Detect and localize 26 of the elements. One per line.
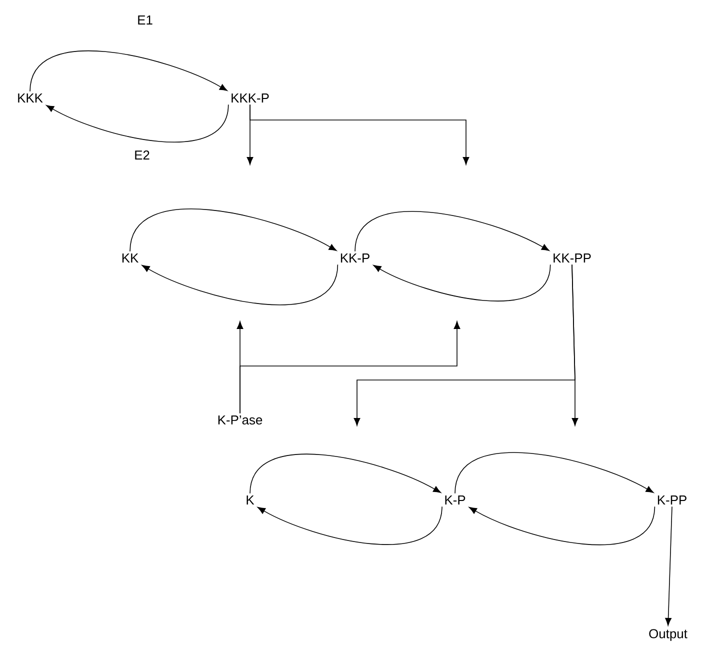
reaction-arrow xyxy=(30,50,228,92)
protein-label: KK-PP xyxy=(554,254,591,262)
arrow xyxy=(354,264,576,426)
protein-label: KK xyxy=(122,254,138,262)
arrow xyxy=(665,506,672,626)
reaction-arrow xyxy=(258,506,442,545)
edge-label: E1 xyxy=(136,14,154,26)
reaction-arrow xyxy=(354,211,550,252)
protein-label: KKK-P xyxy=(232,94,269,102)
protein-label: KK-P xyxy=(340,254,370,262)
reaction-arrow xyxy=(250,454,442,494)
protein-label: K-PP xyxy=(658,496,686,504)
protein-label: K-P xyxy=(445,496,466,504)
reaction-arrow xyxy=(46,104,229,142)
protein-label: KKK xyxy=(18,94,43,102)
arrow xyxy=(250,104,470,165)
output-label: Output xyxy=(649,629,688,641)
arrow xyxy=(240,321,460,414)
edge-label: E2 xyxy=(133,149,151,161)
reaction-arrow xyxy=(142,264,338,306)
reaction-arrow xyxy=(373,264,551,302)
enzyme-label: K-P’ase xyxy=(218,415,262,424)
reaction-arrow xyxy=(130,208,337,252)
reaction-arrow xyxy=(454,452,654,494)
reaction-arrow xyxy=(468,506,656,546)
protein-label: K xyxy=(246,496,254,504)
